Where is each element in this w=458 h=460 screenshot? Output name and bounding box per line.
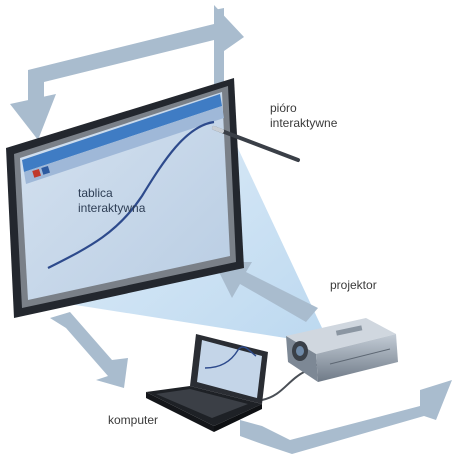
board-label: tablica interaktywna — [78, 186, 145, 216]
computer-to-projector-arrow — [240, 380, 452, 454]
interactive-pen-icon — [212, 126, 300, 162]
projector-icon — [286, 318, 398, 382]
board-label-line-1: tablica — [78, 186, 113, 200]
projector-label: projektor — [330, 278, 377, 292]
pen-label-line-2: interaktywne — [270, 116, 338, 130]
pen-label-line-1: pióro — [270, 101, 297, 115]
top-loop-arrow — [10, 5, 244, 140]
computer-label: komputer — [108, 413, 159, 427]
board-to-computer-arrow — [50, 312, 128, 388]
board-curve — [47, 120, 215, 269]
interactive-board — [6, 78, 244, 318]
board-label-line-2: interaktywna — [78, 201, 146, 215]
window-close-icon — [32, 168, 41, 178]
projector-to-board-arrow — [214, 262, 318, 322]
window-title-bar — [22, 94, 222, 172]
laptop-icon — [146, 334, 268, 432]
pen-label: pióro interaktywne — [270, 101, 337, 131]
window-menu-icon — [41, 165, 50, 175]
